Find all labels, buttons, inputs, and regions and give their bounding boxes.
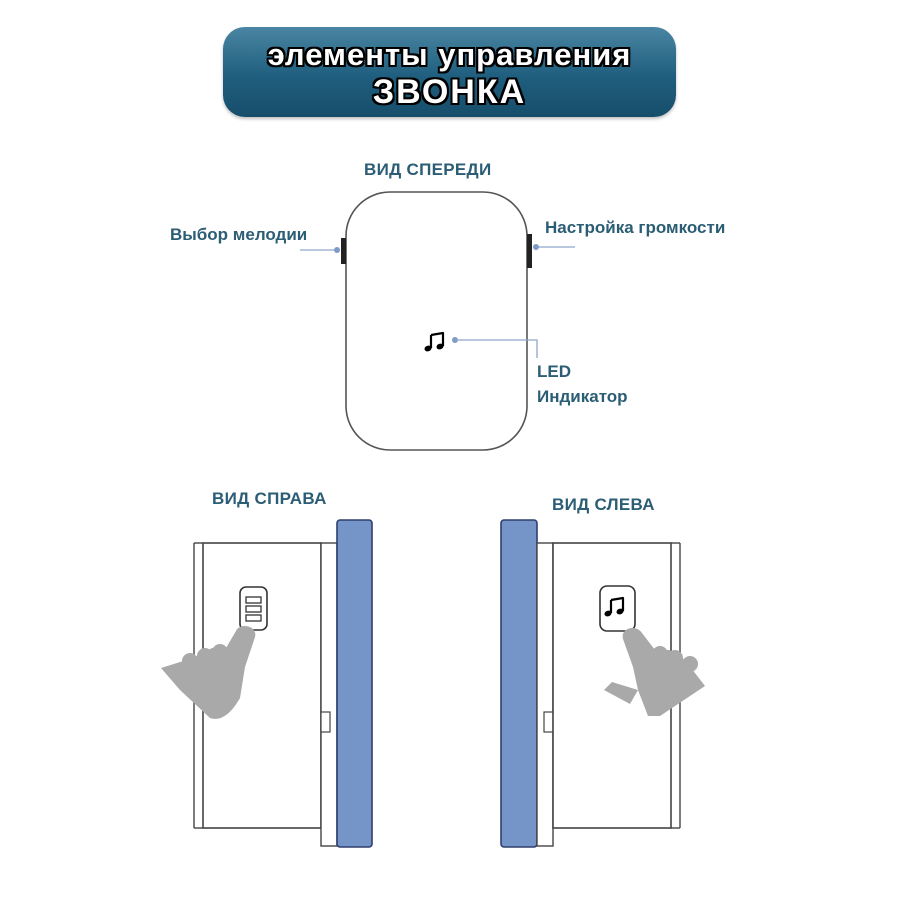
pointing-hand-icon [161, 626, 256, 719]
right-view-heading: ВИД СПРАВА [212, 489, 327, 508]
left-view-heading: ВИД СЛЕВА [552, 495, 655, 514]
melody-side-button [341, 238, 346, 264]
volume-adjust-label: Настройка громкости [545, 218, 726, 237]
banner-title-line1: элементы управления [267, 37, 632, 72]
right-view-plug-panel [336, 519, 373, 848]
banner-title-line2: ЗВОНКА [372, 73, 527, 111]
led-label-line2: Индикатор [537, 387, 628, 406]
pointing-hand-icon [604, 628, 705, 716]
front-view-heading: ВИД СПЕРЕДИ [364, 160, 492, 179]
led-label-line1: LED [537, 362, 571, 381]
front-view-device [341, 191, 532, 451]
leader-lines [300, 244, 575, 358]
left-view-device [500, 519, 705, 848]
melody-select-label: Выбор мелодии [170, 225, 308, 244]
right-view-device [161, 519, 373, 848]
volume-bars-icon [239, 586, 268, 631]
melody-button-icon [599, 585, 636, 632]
volume-side-button [527, 234, 532, 268]
left-view-plug-panel [500, 519, 538, 848]
title-banner: элементы управления ЗВОНКА [223, 27, 676, 117]
